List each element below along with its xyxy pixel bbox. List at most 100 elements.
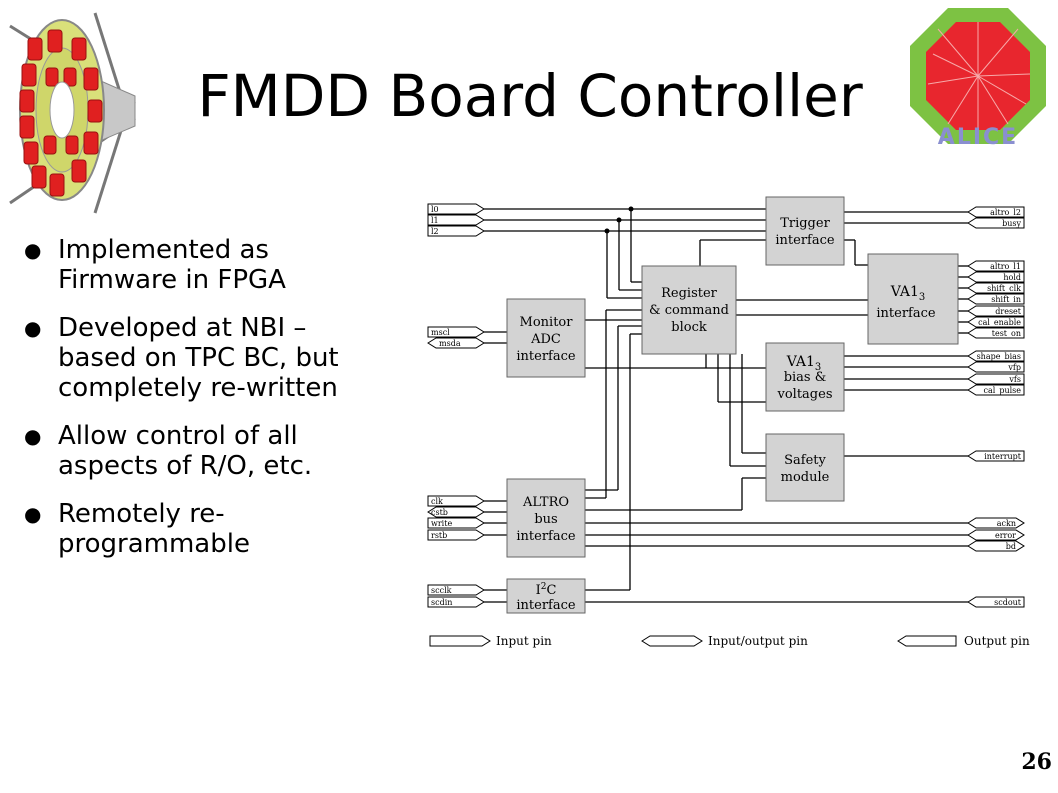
pin-label: altro_l1 xyxy=(990,262,1021,271)
pin-ackn xyxy=(967,517,1025,529)
pin-label: busy xyxy=(1002,219,1021,228)
monitor-adc-block xyxy=(506,298,586,378)
pin-rstb xyxy=(427,529,485,541)
legend-label: Input pin xyxy=(496,634,552,648)
pin-legend: Input pin Input/output pin Output pin xyxy=(429,634,1030,648)
legend-label: Input/output pin xyxy=(708,634,808,648)
block-label: interface xyxy=(516,598,576,613)
detector-sensors xyxy=(19,29,103,197)
slide-title: FMDD Board Controller xyxy=(197,62,863,130)
bullet-item: ● Developed at NBI – based on TPC BC, bu… xyxy=(16,313,406,403)
block-label: bus xyxy=(534,512,557,527)
pin-cal-enable xyxy=(967,316,1025,328)
bullet-dot-icon: ● xyxy=(24,238,42,262)
pin-label: vfs xyxy=(1008,375,1021,384)
block-labels: Trigger interface Register & command blo… xyxy=(516,216,936,613)
va1-bias-block xyxy=(765,342,845,412)
pin-label: hold xyxy=(1003,273,1021,282)
left-pin-labels: l0 l1 l2 mscl msda clk cstb write rstb s… xyxy=(431,205,461,607)
right-pins xyxy=(967,206,1025,608)
block-label-main: VA1 xyxy=(786,354,815,370)
bullet-dot-icon: ● xyxy=(24,502,42,526)
pin-label: altro_l2 xyxy=(990,208,1021,217)
block-label: Register xyxy=(661,286,718,301)
block-label: Monitor xyxy=(520,315,574,330)
bullet-line: Developed at NBI – xyxy=(58,313,307,343)
pin-label: mscl xyxy=(431,328,450,337)
left-pins xyxy=(427,203,485,608)
pin-label: clk xyxy=(431,497,443,506)
block-label: block xyxy=(671,320,707,335)
pin-label: l2 xyxy=(431,227,439,236)
block-label: I2C xyxy=(536,582,557,598)
bullet-list: ● Implemented as Firmware in FPGA ● Deve… xyxy=(16,235,406,577)
pin-label: scdin xyxy=(431,598,452,607)
bullet-line: Allow control of all xyxy=(58,421,298,451)
pin-label: shift_clk xyxy=(987,284,1021,293)
pin-label: cstb xyxy=(431,508,448,517)
fmd-detector-logo xyxy=(9,12,136,214)
right-pin-labels: altro_l2 busy altro_l1 hold shift_clk sh… xyxy=(977,208,1022,607)
block-label: VA13 xyxy=(786,354,822,373)
pin-label: write xyxy=(431,519,452,528)
bullet-item: ● Allow control of all aspects of R/O, e… xyxy=(16,421,406,481)
pin-error xyxy=(967,529,1025,541)
register-command-block xyxy=(641,265,737,355)
pin-scdin xyxy=(427,596,485,608)
pin-altro-l1 xyxy=(967,260,1025,272)
block-label-sub: 3 xyxy=(919,292,925,303)
pin-label: cal_pulse xyxy=(984,386,1022,395)
legend-output-pin-icon xyxy=(897,635,957,647)
pin-vfp xyxy=(967,361,1025,373)
safety-module-block xyxy=(765,433,845,502)
bullet-dot-icon: ● xyxy=(24,424,42,448)
bullet-line: based on TPC BC, but xyxy=(58,343,339,373)
pin-cal-pulse xyxy=(967,384,1025,396)
block-label: interface xyxy=(775,233,835,248)
bullet-line: programmable xyxy=(58,529,250,559)
block-label: interface xyxy=(516,529,576,544)
pin-hold xyxy=(967,271,1025,283)
block-label-sub: 3 xyxy=(815,362,821,373)
pin-label: ackn xyxy=(997,519,1016,528)
legend-io-pin-icon xyxy=(641,635,703,647)
bullet-line: aspects of R/O, etc. xyxy=(58,451,313,481)
pin-label: interrupt xyxy=(984,452,1022,461)
page-number: 26 xyxy=(1021,749,1052,775)
legend-input-pin-icon xyxy=(429,635,491,647)
pin-l2 xyxy=(427,225,485,237)
pin-label: l0 xyxy=(431,205,439,214)
bullet-item: ● Implemented as Firmware in FPGA xyxy=(16,235,406,295)
bullet-line: Firmware in FPGA xyxy=(58,265,286,295)
bullet-dot-icon: ● xyxy=(24,316,42,340)
block-label: VA13 xyxy=(890,284,926,303)
pin-label: scdout xyxy=(994,598,1022,607)
pin-label: rstb xyxy=(431,531,447,540)
detector-beam-hole xyxy=(49,81,75,139)
pin-label: dreset xyxy=(995,307,1022,316)
block-diagram: Trigger interface Register & command blo… xyxy=(427,196,1030,648)
block-label: Trigger xyxy=(780,216,830,231)
trigger-interface-block xyxy=(765,196,845,266)
pin-test-on xyxy=(967,327,1025,339)
block-label: interface xyxy=(876,306,936,321)
pin-bd xyxy=(967,540,1025,552)
pin-shift-in xyxy=(967,293,1025,305)
pin-label: scclk xyxy=(431,586,452,595)
pin-label: l1 xyxy=(431,216,439,225)
pin-label: cal_enable xyxy=(978,318,1021,327)
bullet-line: Implemented as xyxy=(58,235,269,265)
block-label: & command xyxy=(649,303,729,318)
pin-l1 xyxy=(427,214,485,226)
pin-scclk xyxy=(427,584,485,596)
pin-busy xyxy=(967,217,1025,229)
pin-label: bd xyxy=(1006,542,1016,551)
pin-label: vfp xyxy=(1007,363,1021,372)
bullet-line: completely re-written xyxy=(58,373,338,403)
pin-cstb xyxy=(427,506,485,518)
pin-label: shape_bias xyxy=(977,352,1021,361)
diagram-blocks xyxy=(506,196,959,614)
block-label: ADC xyxy=(530,332,561,347)
altro-bus-block xyxy=(506,478,586,558)
pin-dreset xyxy=(967,305,1025,317)
